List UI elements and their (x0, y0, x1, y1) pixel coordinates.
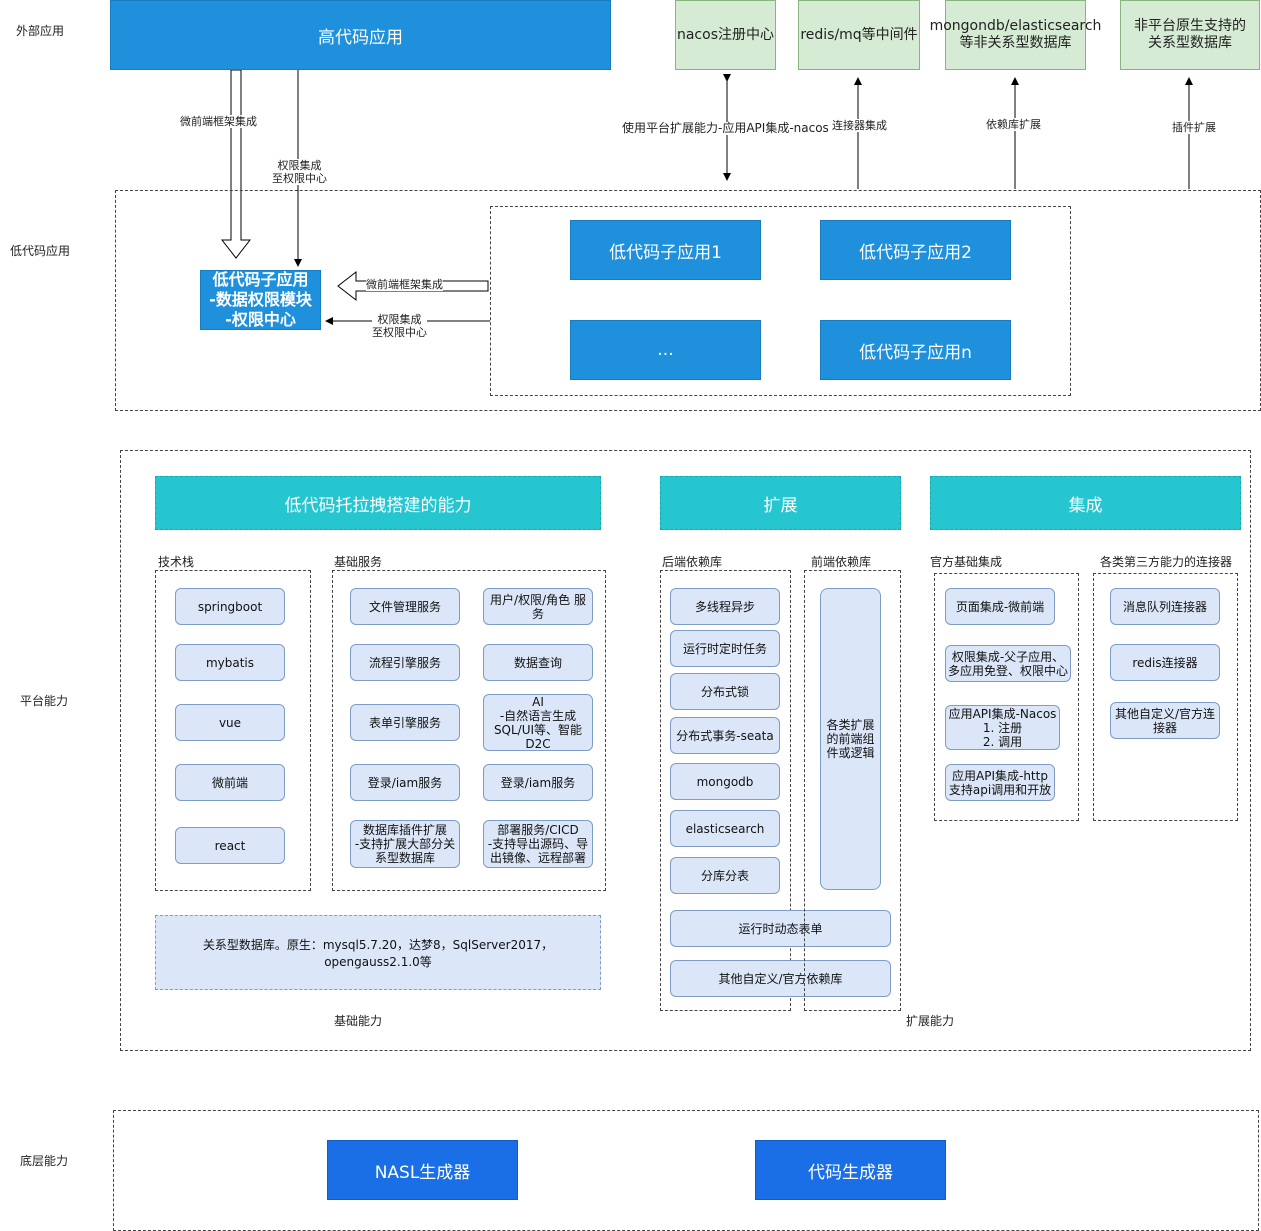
drag-build-title: 低代码托拉拽搭建的能力 (155, 476, 601, 530)
edge-label-micro-frontend-top: 微前端框架集成 (180, 115, 257, 128)
layer-lowcode-label: 低代码应用 (10, 244, 71, 258)
integration-title: 集成 (930, 476, 1241, 530)
service-login-iam-right: 登录/iam服务 (483, 764, 593, 801)
nasl-generator-box: NASL生成器 (327, 1140, 518, 1200)
sub-app-n-box: 低代码子应用n (820, 320, 1011, 380)
base-capability-label: 基础能力 (334, 1014, 383, 1028)
lib-multithread: 多线程异步 (670, 588, 780, 625)
auth-subapp-box: 低代码子应用 -数据权限模块 -权限中心 (200, 270, 321, 330)
service-form: 表单引擎服务 (350, 704, 460, 741)
service-user-auth-role: 用户/权限/角色 服务 (483, 588, 593, 625)
official-frame (934, 573, 1079, 821)
connector-mq: 消息队列连接器 (1110, 588, 1220, 625)
platform-layer-frame (120, 450, 1251, 1051)
frontend-components: 各类扩展 的前端组 件或逻辑 (820, 588, 881, 890)
frontend-libs-frame (804, 570, 901, 1011)
lib-distributed-lock: 分布式锁 (670, 673, 780, 710)
non-native-db-box: 非平台原生支持的 关系型数据库 (1120, 0, 1260, 70)
layer-external-label: 外部应用 (16, 24, 65, 38)
base-services-label: 基础服务 (334, 555, 383, 569)
backend-libs-label: 后端依赖库 (662, 555, 723, 569)
sub-app-1-box: 低代码子应用1 (570, 220, 761, 280)
edge-label-auth-top: 权限集成 至权限中心 (272, 159, 327, 185)
tech-vue: vue (175, 704, 285, 741)
official-page-integration: 页面集成-微前端 (945, 588, 1055, 625)
service-workflow: 流程引擎服务 (350, 644, 460, 681)
edge-label-plugin: 插件扩展 (1172, 121, 1216, 134)
official-label: 官方基础集成 (930, 555, 1003, 569)
service-login-iam-left: 登录/iam服务 (350, 764, 460, 801)
nacos-box: nacos注册中心 (675, 0, 776, 70)
lib-other: 其他自定义/官方依赖库 (670, 960, 891, 997)
service-data-query: 数据查询 (483, 644, 593, 681)
official-api-nacos: 应用API集成-Nacos 1. 注册 2. 调用 (945, 705, 1060, 750)
sub-app-ellipsis-box: ... (570, 320, 761, 380)
tech-springboot: springboot (175, 588, 285, 625)
connectors-label: 各类第三方能力的连接器 (1100, 555, 1233, 569)
redis-mq-box: redis/mq等中间件 (798, 0, 920, 70)
micro-frontend-arrow-top (220, 69, 252, 259)
official-auth-integration: 权限集成-父子应用、 多应用免登、权限中心 (945, 645, 1071, 682)
tech-stack-frame (155, 570, 311, 891)
edge-label-auth-mid: 权限集成 至权限中心 (372, 313, 427, 339)
lib-elasticsearch: elasticsearch (670, 810, 780, 847)
service-file: 文件管理服务 (350, 588, 460, 625)
code-generator-box: 代码生成器 (755, 1140, 946, 1200)
connector-redis: redis连接器 (1110, 644, 1220, 681)
mongodb-es-box: mongondb/elasticsearch 等非关系型数据库 (930, 0, 1101, 70)
service-db-plugin: 数据库插件扩展 -支持扩展大部分关 系型数据库 (350, 820, 460, 868)
sub-apps-frame (490, 206, 1071, 396)
tech-react: react (175, 827, 285, 864)
edge-label-connector: 连接器集成 (832, 119, 887, 132)
relational-db-note: 关系型数据库。原生：mysql5.7.20，达梦8，SqlServer2017，… (155, 915, 601, 990)
service-ai: AI -自然语言生成 SQL/UI等、智能 D2C (483, 694, 593, 751)
frontend-libs-label: 前端依赖库 (811, 555, 872, 569)
high-code-app-box: 高代码应用 (110, 0, 611, 70)
connectors-frame (1093, 573, 1238, 821)
lib-mongodb: mongodb (670, 763, 780, 800)
layer-platform-label: 平台能力 (20, 694, 69, 708)
base-layer-frame (113, 1110, 1259, 1231)
base-services-frame (332, 570, 606, 891)
edge-label-micro-frontend-mid: 微前端框架集成 (366, 278, 443, 291)
extension-title: 扩展 (660, 476, 901, 530)
edge-label-nacos: 使用平台扩展能力-应用API集成-nacos (622, 121, 829, 135)
ext-capability-label: 扩展能力 (906, 1014, 955, 1028)
edge-label-dep: 依赖库扩展 (986, 118, 1041, 131)
tech-stack-label: 技术栈 (158, 555, 195, 569)
service-deploy-cicd: 部署服务/CICD -支持导出源码、导 出镜像、远程部署 (483, 820, 593, 868)
tech-micro-frontend: 微前端 (175, 764, 285, 801)
sub-app-2-box: 低代码子应用2 (820, 220, 1011, 280)
official-api-http: 应用API集成-http 支持api调用和开放 (945, 764, 1055, 801)
lib-runtime-form: 运行时动态表单 (670, 910, 891, 947)
connector-other: 其他自定义/官方连 接器 (1110, 702, 1220, 739)
lib-scheduler: 运行时定时任务 (670, 630, 780, 667)
lib-seata: 分布式事务-seata (670, 717, 780, 754)
backend-libs-frame (660, 570, 791, 1011)
tech-mybatis: mybatis (175, 644, 285, 681)
lib-sharding: 分库分表 (670, 857, 780, 894)
layer-base-label: 底层能力 (20, 1154, 69, 1168)
